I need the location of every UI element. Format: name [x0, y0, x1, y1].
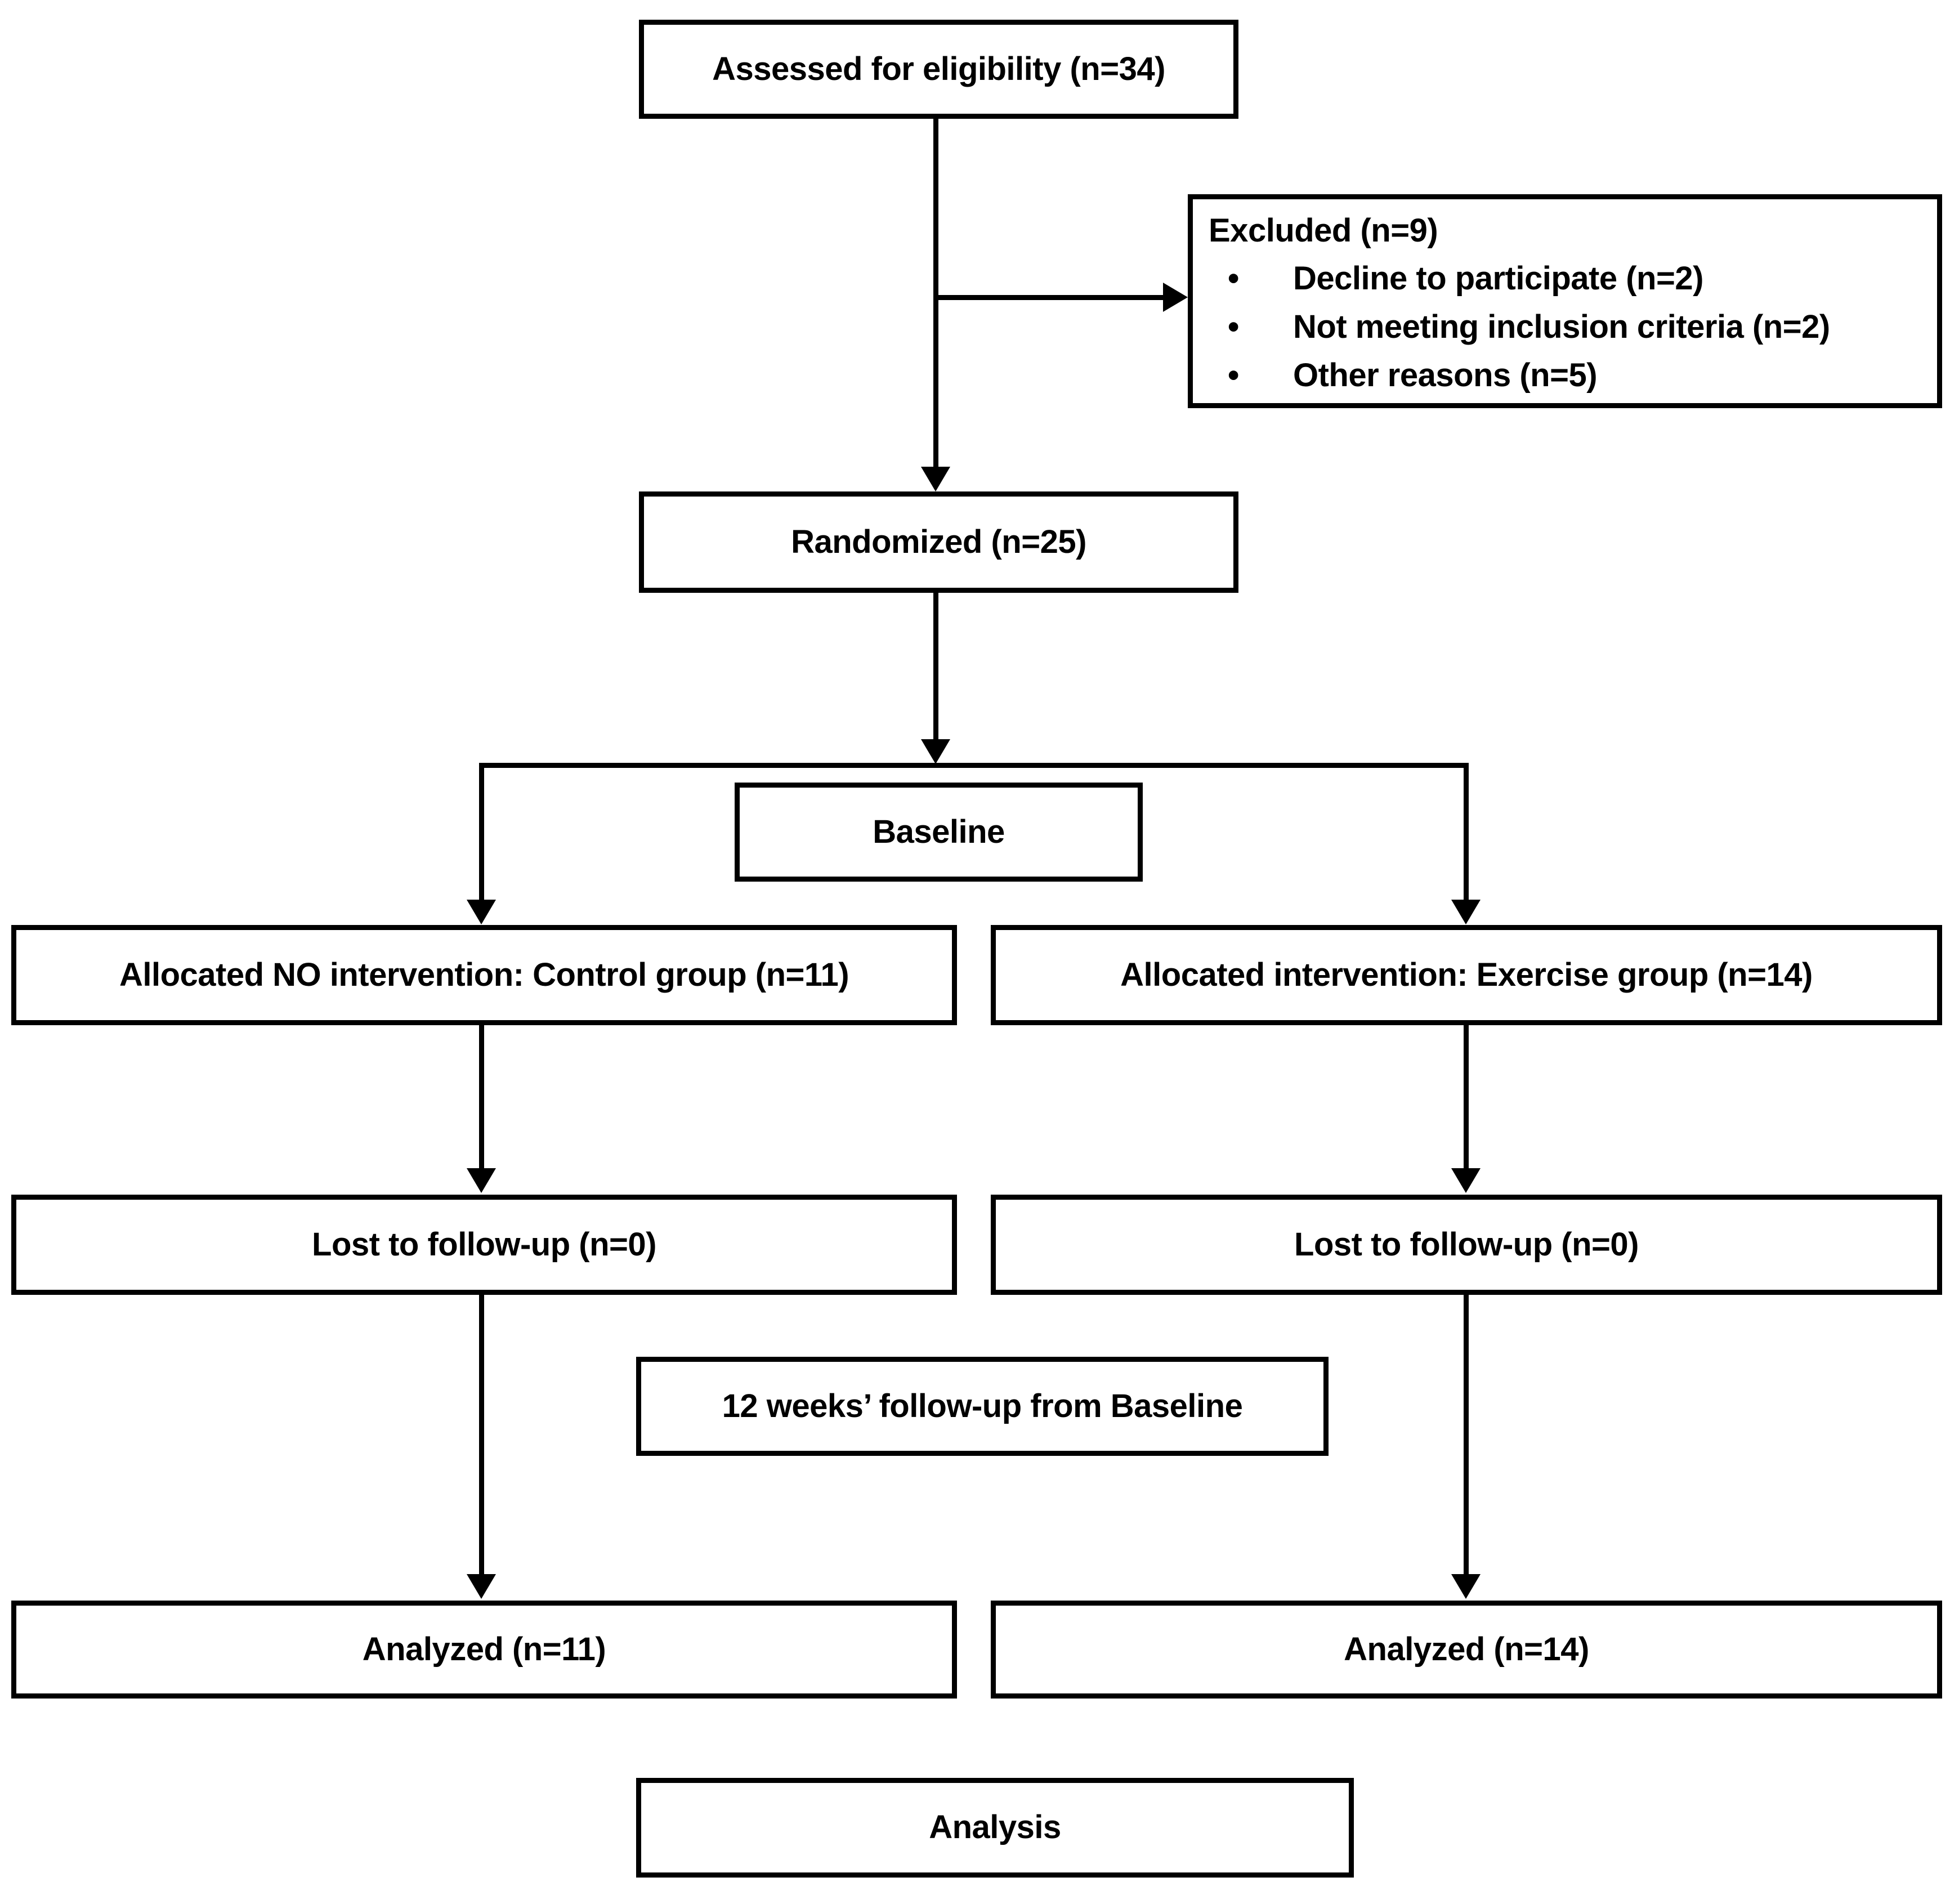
arrowhead-into-excluded [1163, 283, 1188, 312]
connector-exercise-allocation-to-lost [1464, 1025, 1469, 1169]
connector-to-excluded [933, 295, 1165, 300]
node-baseline: Baseline [735, 783, 1143, 882]
connector-exercise-lost-to-analyzed [1464, 1295, 1469, 1575]
node-assessed-for-eligibility: Assessed for eligibility (n=34) [639, 20, 1238, 119]
excluded-reason-label: Decline to participate (n=2) [1293, 260, 1703, 297]
arrowhead-into-control-allocation [467, 900, 496, 924]
arrowhead-into-exercise-allocation [1451, 900, 1481, 924]
arrowhead-into-control-lost [467, 1168, 496, 1193]
node-analysis: Analysis [636, 1778, 1354, 1878]
node-lost-to-followup-control: Lost to follow-up (n=0) [11, 1195, 957, 1295]
excluded-reason-item: • Not meeting inclusion criteria (n=2) [1209, 303, 1937, 351]
excluded-reason-label: Not meeting inclusion criteria (n=2) [1293, 309, 1830, 346]
node-followup-period: 12 weeks’ follow-up from Baseline [636, 1357, 1329, 1456]
node-analyzed-control-label: Analyzed (n=11) [362, 1630, 606, 1668]
connector-randomized-to-split [933, 593, 938, 740]
arrowhead-into-split-bar [921, 739, 950, 764]
node-analyzed-control: Analyzed (n=11) [11, 1601, 957, 1699]
node-analyzed-exercise-label: Analyzed (n=14) [1344, 1630, 1589, 1668]
connector-split-to-exercise [1464, 763, 1469, 901]
connector-split-bar [479, 763, 1469, 768]
node-randomized-label: Randomized (n=25) [791, 523, 1086, 560]
connector-assessed-to-randomized [933, 119, 938, 468]
node-randomized: Randomized (n=25) [639, 491, 1238, 593]
arrowhead-into-control-analyzed [467, 1574, 496, 1599]
node-assessed-label: Assessed for eligibility (n=34) [712, 50, 1165, 87]
node-excluded: Excluded (n=9) • Decline to participate … [1188, 194, 1942, 408]
connector-split-to-control [479, 763, 484, 901]
node-analyzed-exercise: Analyzed (n=14) [991, 1601, 1942, 1699]
node-analysis-label: Analysis [929, 1809, 1061, 1846]
arrowhead-into-exercise-lost [1451, 1168, 1481, 1193]
node-baseline-label: Baseline [873, 813, 1005, 850]
bullet-icon: • [1228, 309, 1239, 346]
node-allocated-control: Allocated NO intervention: Control group… [11, 925, 957, 1025]
node-lost-exercise-label: Lost to follow-up (n=0) [1294, 1226, 1639, 1263]
bullet-icon: • [1228, 357, 1239, 394]
node-allocated-exercise-label: Allocated intervention: Exercise group (… [1120, 956, 1813, 993]
connector-control-lost-to-analyzed [479, 1295, 484, 1575]
node-lost-to-followup-exercise: Lost to follow-up (n=0) [991, 1195, 1942, 1295]
node-followup-period-label: 12 weeks’ follow-up from Baseline [722, 1387, 1243, 1424]
connector-control-allocation-to-lost [479, 1025, 484, 1169]
arrowhead-into-randomized [921, 467, 950, 491]
node-excluded-title: Excluded (n=9) [1209, 212, 1438, 249]
excluded-reasons-list: • Decline to participate (n=2) • Not mee… [1209, 254, 1937, 399]
excluded-reason-item: • Other reasons (n=5) [1209, 351, 1937, 400]
bullet-icon: • [1228, 260, 1239, 297]
arrowhead-into-exercise-analyzed [1451, 1574, 1481, 1599]
excluded-reason-item: • Decline to participate (n=2) [1209, 254, 1937, 303]
node-allocated-control-label: Allocated NO intervention: Control group… [119, 956, 849, 993]
node-lost-control-label: Lost to follow-up (n=0) [312, 1226, 656, 1263]
node-allocated-exercise: Allocated intervention: Exercise group (… [991, 925, 1942, 1025]
excluded-reason-label: Other reasons (n=5) [1293, 357, 1598, 394]
